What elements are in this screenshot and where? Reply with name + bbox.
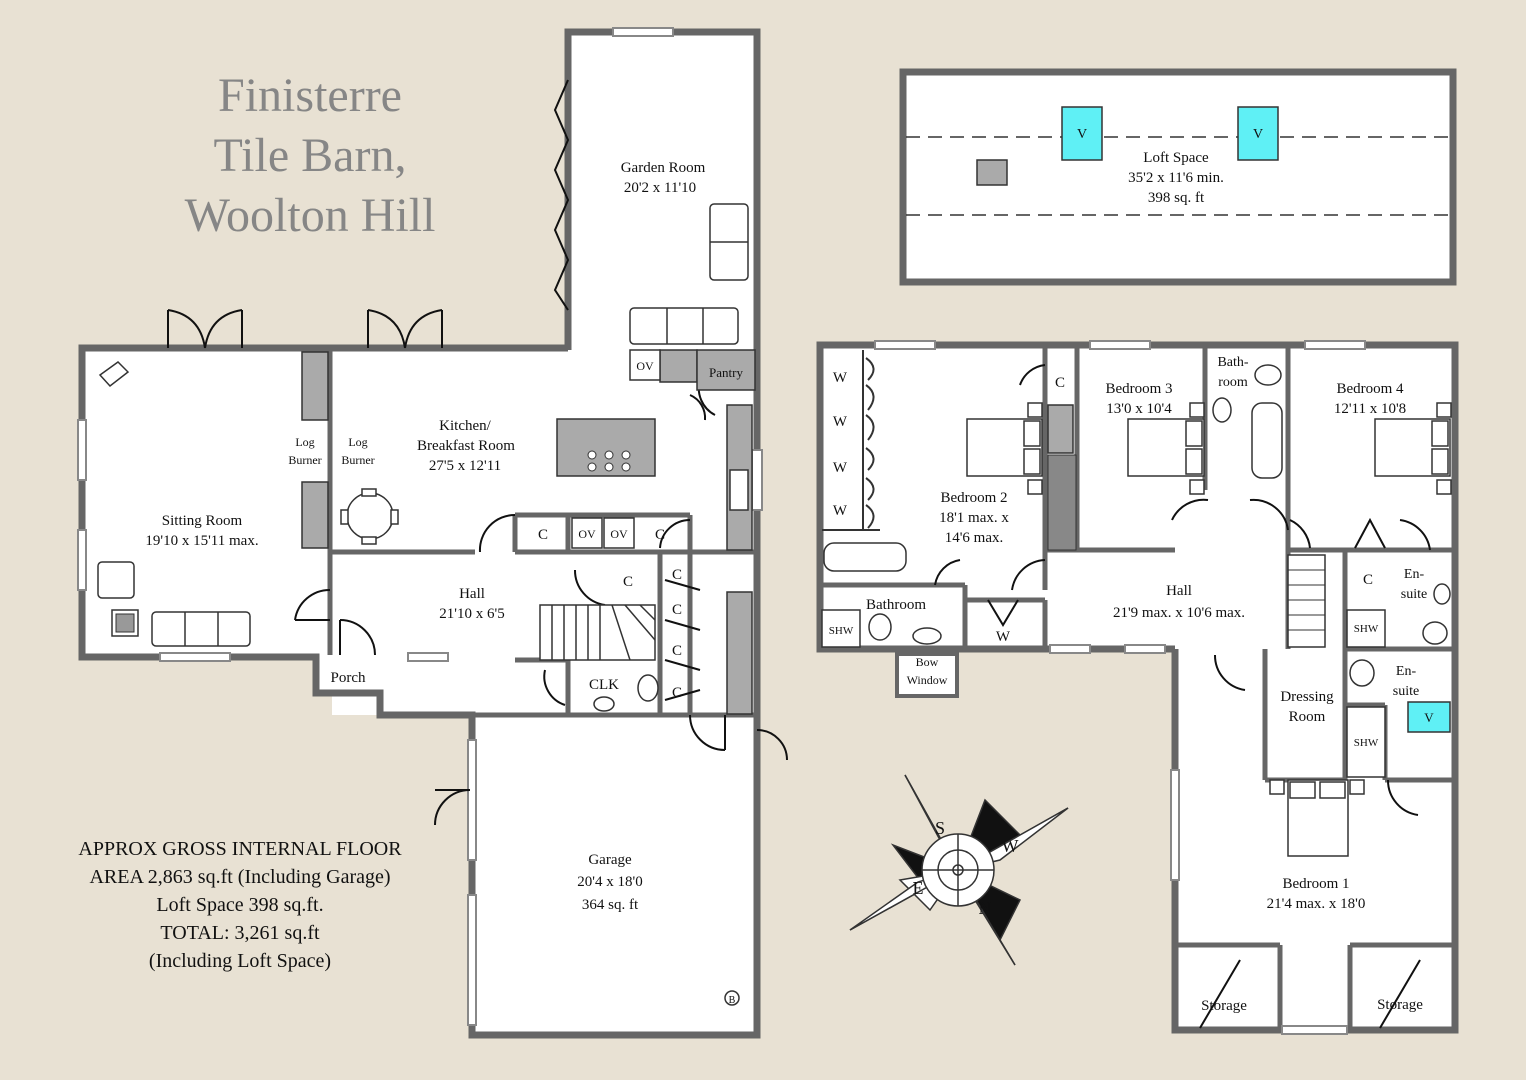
- first-hall-label: Hall: [1166, 583, 1192, 599]
- cupboard-label: C: [538, 527, 548, 543]
- bedroom-3-size: 13'0 x 10'4: [1106, 401, 1172, 417]
- first-hall-size: 21'9 max. x 10'6 max.: [1113, 605, 1245, 621]
- log-burner-left-1: Log: [295, 435, 314, 449]
- first-floor: [816, 340, 1459, 1035]
- bedroom-1-size: 21'4 max. x 18'0: [1267, 896, 1366, 912]
- storage-left-label: Storage: [1201, 998, 1247, 1014]
- wardrobe-label: W: [833, 503, 848, 519]
- garage-label: Garage: [588, 852, 632, 868]
- clk-label: CLK: [589, 677, 619, 693]
- compass-south-label: S: [935, 818, 945, 838]
- property-title-line-2: Tile Barn,: [213, 129, 407, 182]
- ensuite-1-label-2: suite: [1401, 587, 1427, 602]
- wardrobe-label: W: [833, 414, 848, 430]
- vent-label: V: [1077, 127, 1087, 142]
- area-note-line-2: AREA 2,863 sq.ft (Including Garage): [89, 866, 391, 888]
- bedroom-2-label: Bedroom 2: [940, 490, 1007, 506]
- loft-size: 35'2 x 11'6 min.: [1128, 170, 1224, 186]
- cupboard-label: C: [1055, 375, 1065, 391]
- sitting-room-size: 19'10 x 15'11 max.: [145, 533, 258, 549]
- garden-room-label: Garden Room: [621, 160, 706, 176]
- compass-rose: [849, 774, 1069, 966]
- ground-floor: [77, 27, 788, 1039]
- cupboard-label: C: [672, 685, 682, 701]
- log-burner-right-1: Log: [348, 435, 367, 449]
- bathroom-small-label-1: Bath-: [1217, 355, 1248, 370]
- sitting-room-label: Sitting Room: [162, 513, 243, 529]
- bedroom-2-size-2: 14'6 max.: [945, 530, 1004, 546]
- wardrobe-label: W: [833, 460, 848, 476]
- area-note-line-3: Loft Space 398 sq.ft.: [156, 894, 324, 916]
- kitchen-label-2: Breakfast Room: [417, 438, 515, 454]
- ground-hall-size: 21'10 x 6'5: [439, 606, 504, 622]
- bedroom-1-label: Bedroom 1: [1282, 876, 1349, 892]
- cupboard-label: C: [1363, 572, 1373, 588]
- garden-room-size: 20'2 x 11'10: [624, 180, 696, 196]
- cupboard-label: C: [672, 602, 682, 618]
- ensuite-1-label-1: En-: [1404, 567, 1425, 582]
- area-note-line-4: TOTAL: 3,261 sq.ft: [160, 922, 320, 944]
- garage-area: 364 sq. ft: [582, 897, 639, 913]
- vent-label: V: [1424, 710, 1434, 725]
- cupboard-label: C: [655, 527, 665, 543]
- ground-hall-label: Hall: [459, 586, 485, 602]
- loft-area: 398 sq. ft: [1148, 190, 1205, 206]
- loft-plan: [899, 68, 1457, 286]
- bathroom-label: Bathroom: [866, 597, 926, 613]
- cupboard-label: C: [672, 567, 682, 583]
- vent-label: V: [1253, 127, 1263, 142]
- bow-window-label-2: Window: [907, 673, 948, 687]
- dressing-room-label-2: Room: [1289, 709, 1326, 725]
- shower-label: SHW: [829, 625, 854, 637]
- loft-label: Loft Space: [1143, 150, 1209, 166]
- pantry-label: Pantry: [709, 365, 743, 380]
- oven-label: OV: [636, 359, 654, 373]
- kitchen-label-1: Kitchen/: [439, 418, 491, 434]
- ensuite-2-label-1: En-: [1396, 664, 1417, 679]
- porch-label: Porch: [331, 670, 366, 686]
- shower-label: SHW: [1354, 737, 1379, 749]
- bedroom-4-label: Bedroom 4: [1336, 381, 1404, 397]
- storage-right-label: Storage: [1377, 997, 1423, 1013]
- boiler-label: B: [729, 995, 736, 1006]
- dressing-room-label-1: Dressing: [1280, 689, 1334, 705]
- log-burner-right-2: Burner: [341, 453, 374, 467]
- bow-window-label-1: Bow: [916, 655, 939, 669]
- wardrobe-label: W: [833, 370, 848, 386]
- kitchen-size: 27'5 x 12'11: [429, 458, 501, 474]
- area-note-line-1: APPROX GROSS INTERNAL FLOOR: [78, 838, 402, 860]
- log-burner-left-2: Burner: [288, 453, 321, 467]
- oven-label: OV: [578, 527, 596, 541]
- wardrobe-label: W: [996, 629, 1011, 645]
- area-note-line-5: (Including Loft Space): [148, 950, 332, 972]
- compass-east-label: E: [913, 878, 924, 898]
- oven-label: OV: [610, 527, 628, 541]
- bedroom-2-size-1: 18'1 max. x: [939, 510, 1009, 526]
- property-title-line-1: Finisterre: [218, 69, 402, 122]
- cupboard-label: C: [672, 643, 682, 659]
- shower-label: SHW: [1354, 623, 1379, 635]
- compass-north-label: N: [979, 898, 992, 918]
- cupboard-label: C: [623, 574, 633, 590]
- bedroom-3-label: Bedroom 3: [1105, 381, 1172, 397]
- property-title-line-3: Woolton Hill: [184, 189, 436, 242]
- compass-west-label: W: [1002, 836, 1019, 856]
- bedroom-4-size: 12'11 x 10'8: [1334, 401, 1406, 417]
- ensuite-2-label-2: suite: [1393, 684, 1419, 699]
- bathroom-small-label-2: room: [1218, 375, 1248, 390]
- garage-size: 20'4 x 18'0: [577, 874, 642, 890]
